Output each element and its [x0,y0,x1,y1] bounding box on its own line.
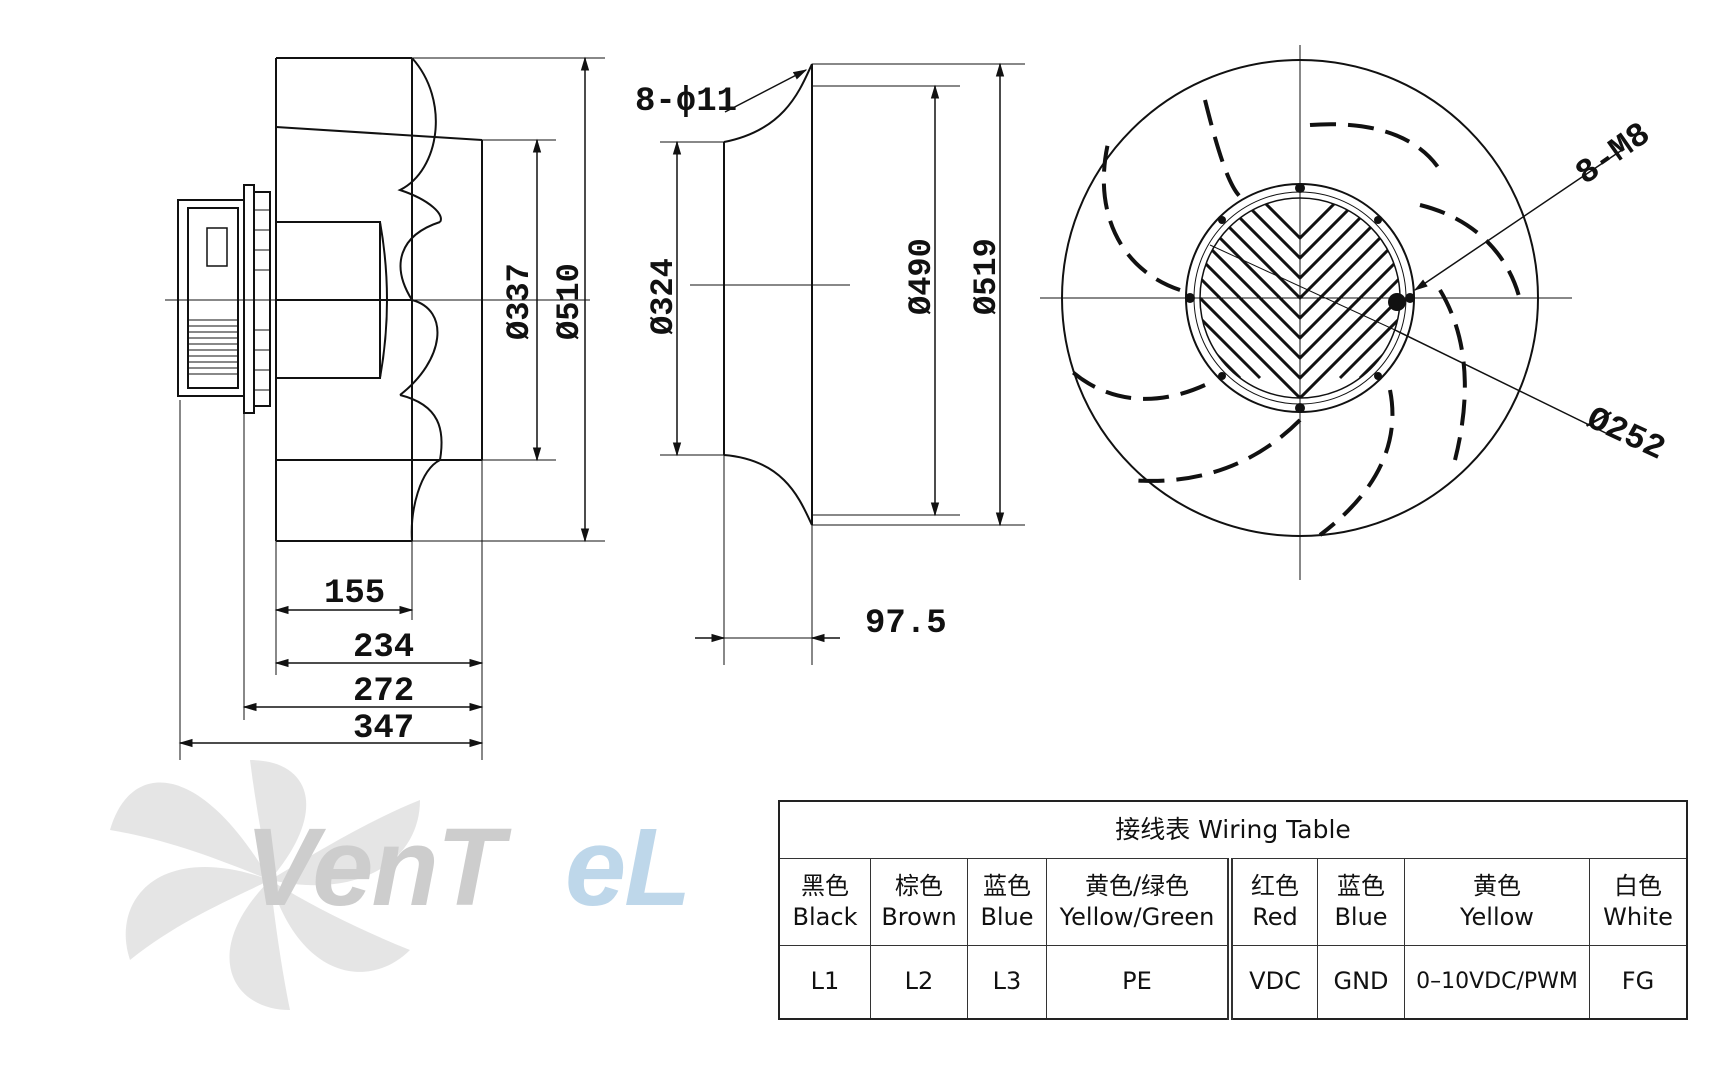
dim-d510: Ø510 [551,263,588,340]
wire-function-cell: FG [1589,945,1688,1020]
dim-97-5: 97.5 [865,605,947,643]
dim-155: 155 [324,575,385,613]
wire-function-cell: 0–10VDC/PWM [1404,945,1590,1020]
side-view [165,56,605,760]
dim-234: 234 [353,629,414,667]
fan-blades-logo-icon [110,760,420,1010]
logo-text-main: VenT [245,806,512,929]
wire-function-cell: L2 [870,945,968,1020]
ventel-logo-watermark: VenT eL [110,760,691,1010]
wire-function-cell: VDC [1227,945,1318,1020]
dim-d519: Ø519 [968,238,1005,315]
label-8-m8: 8-M8 [1570,116,1659,194]
wire-function-cell: L3 [967,945,1047,1020]
dim-d252: Ø252 [1580,401,1670,470]
dim-d337: Ø337 [501,263,538,340]
dim-272: 272 [353,673,414,711]
dim-d490: Ø490 [903,238,940,315]
logo-text-accent: eL [565,806,689,929]
wiring-table-value-row: L1 L2 L3 PE VDC GND 0–10VDC/PWM FG [778,945,1688,1020]
wiring-table-title: 接线表 Wiring Table [778,800,1688,859]
wire-function-cell: GND [1317,945,1405,1020]
wire-function-cell: PE [1046,945,1231,1020]
dim-d324: Ø324 [645,258,682,335]
label-8-holes: 8-ɸ11 [635,83,737,121]
dim-347: 347 [353,710,414,748]
inlet-ring-view [660,62,1025,665]
wire-function-cell: L1 [778,945,871,1020]
front-view [1040,45,1623,580]
